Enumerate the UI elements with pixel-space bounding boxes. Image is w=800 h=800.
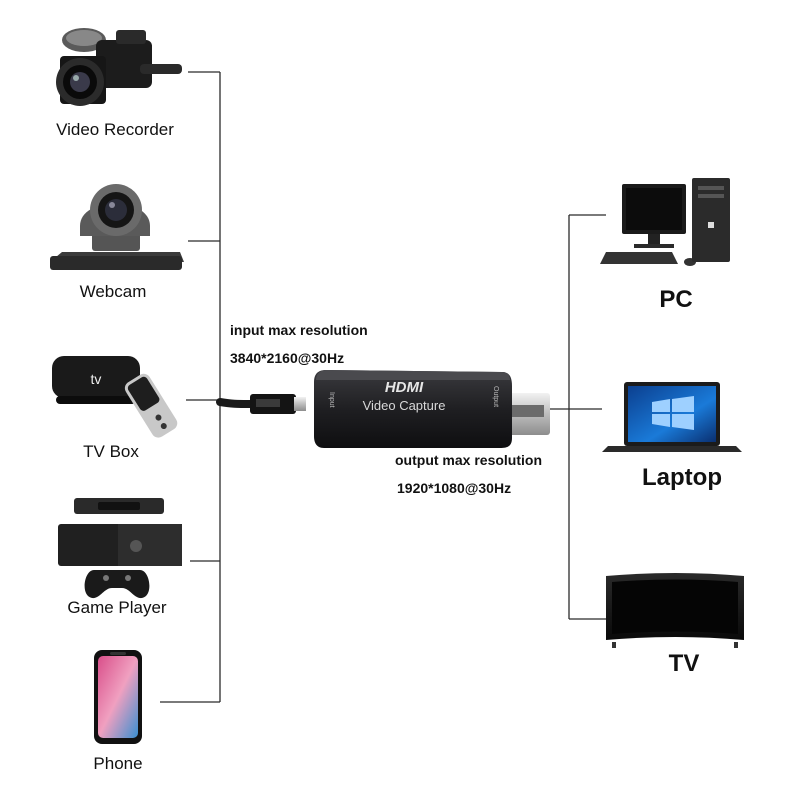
destination-connector-lines bbox=[548, 214, 608, 620]
video-recorder-icon bbox=[56, 28, 182, 106]
device-brand: HDMI bbox=[385, 379, 424, 396]
source-label-webcam: Webcam bbox=[79, 282, 147, 301]
source-connector-lines bbox=[160, 71, 221, 703]
input-resolution-value: 3840*2160@30Hz bbox=[230, 350, 345, 366]
desktop-pc-icon bbox=[600, 178, 730, 266]
port-out-label: Output bbox=[492, 386, 499, 407]
remote-control bbox=[124, 373, 178, 438]
input-resolution-title: input max resolution bbox=[230, 322, 368, 338]
device-name: Video Capture bbox=[363, 398, 446, 413]
source-label-video-recorder: Video Recorder bbox=[56, 120, 174, 139]
game-console-icon bbox=[58, 498, 182, 599]
tv-box-logo: tv bbox=[91, 371, 102, 387]
tv-box-icon: tv bbox=[52, 356, 178, 438]
laptop-icon bbox=[602, 382, 742, 452]
output-resolution-title: output max resolution bbox=[395, 452, 542, 468]
output-resolution-value: 1920*1080@30Hz bbox=[397, 480, 512, 496]
webcam-icon bbox=[50, 184, 184, 270]
phone-icon bbox=[94, 650, 142, 744]
tv-icon bbox=[606, 573, 744, 648]
destination-label-laptop: Laptop bbox=[642, 464, 722, 491]
hdmi-capture-device: HDMI Video Capture Input Output bbox=[314, 370, 550, 448]
hdmi-cable bbox=[216, 394, 306, 414]
source-label-game-player: Game Player bbox=[67, 598, 167, 617]
source-label-tv-box: TV Box bbox=[83, 442, 139, 461]
port-in-label: Input bbox=[328, 392, 335, 408]
destination-label-tv: TV bbox=[668, 650, 700, 677]
source-label-phone: Phone bbox=[93, 754, 143, 773]
destination-label-pc: PC bbox=[659, 286, 693, 313]
